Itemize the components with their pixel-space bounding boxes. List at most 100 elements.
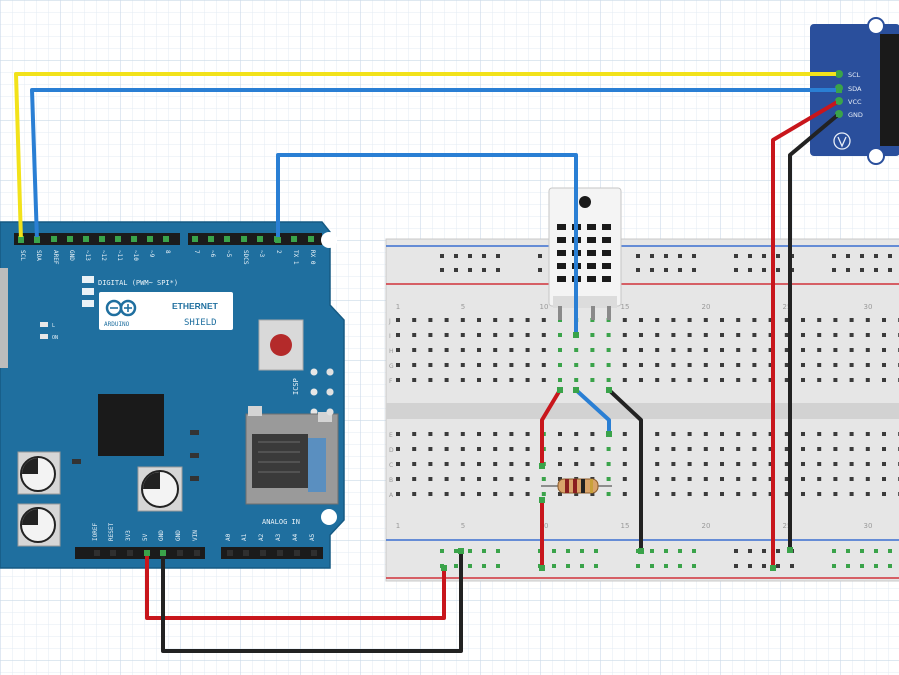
breadboard-hole [833, 318, 838, 322]
breadboard-hole [882, 447, 886, 451]
breadboard-hole [849, 492, 854, 496]
digital-pin-label: ~3 [258, 250, 265, 258]
breadboard-hole [428, 447, 433, 451]
sensor-vent [587, 250, 596, 256]
breadboard-hole [736, 492, 741, 496]
breadboard-hole [752, 432, 757, 436]
power-rail-hole [664, 549, 668, 553]
breadboard-hole [509, 432, 514, 436]
breadboard-hole [687, 492, 692, 496]
breadboard-hole [541, 348, 546, 352]
power-rail-hole [762, 254, 766, 258]
breadboard-hole [558, 348, 562, 352]
row-letter: E [389, 432, 393, 439]
power-rail-hole [650, 254, 654, 258]
power-rail-hole [874, 268, 878, 272]
column-number: 10 [540, 303, 549, 311]
breadboard-hole [671, 492, 676, 496]
breadboard-hole [703, 318, 708, 322]
breadboard-hole [622, 492, 627, 496]
breadboard-hole [784, 378, 789, 382]
breadboard-hole [671, 462, 676, 466]
breadboard-hole [865, 348, 870, 352]
breadboard-hole [801, 462, 805, 466]
wire-endpoint [836, 71, 842, 77]
breadboard-hole [396, 378, 400, 382]
column-number: 5 [461, 303, 465, 311]
power-rail-hole [580, 549, 584, 553]
power-rail-hole [846, 564, 850, 568]
digital-pin-label: AREF [52, 250, 59, 265]
breadboard-hole [752, 348, 757, 352]
breadboard-hole [525, 462, 530, 466]
power-rail-hole [636, 254, 640, 258]
power-rail-hole [734, 268, 738, 272]
breadboard-hole [493, 348, 498, 352]
breadboard-hole [558, 432, 562, 436]
breadboard-hole [558, 492, 562, 496]
breadboard-hole [574, 432, 579, 436]
breadboard-hole [493, 318, 498, 322]
power-rail-hole [440, 254, 444, 258]
breadboard-hole [606, 462, 611, 466]
shield-title-line1: ETHERNET [172, 301, 219, 311]
breadboard-hole [412, 348, 417, 352]
digital-pin [115, 236, 121, 242]
breadboard-hole [428, 348, 433, 352]
breadboard-hole [396, 333, 400, 337]
power-pin [94, 550, 100, 556]
breadboard-hole [833, 348, 838, 352]
breadboard-hole [865, 378, 870, 382]
breadboard-hole [801, 318, 805, 322]
sensor-vent [602, 276, 611, 282]
breadboard-hole [444, 492, 449, 496]
breadboard-hole [622, 363, 627, 367]
breadboard-hole [590, 432, 595, 436]
row-letter: A [389, 492, 394, 499]
power-rail-hole [566, 549, 570, 553]
breadboard-hole [428, 432, 433, 436]
breadboard-hole [703, 492, 708, 496]
breadboard-hole [833, 333, 838, 337]
analog-pin-label: A0 [225, 533, 232, 541]
oled-pin-label: GND [848, 111, 863, 119]
power-pin [177, 550, 183, 556]
sensor-vent [602, 263, 611, 269]
breadboard-hole [768, 432, 773, 436]
breadboard-hole [882, 477, 886, 481]
breadboard-hole [493, 462, 498, 466]
digital-pin-label: SCL [19, 250, 26, 261]
power-rail-hole [734, 254, 738, 258]
led-l-label: L [52, 323, 55, 329]
sensor-vent [587, 237, 596, 243]
power-rail-hole [678, 549, 682, 553]
breadboard-hole [865, 363, 870, 367]
power-rail-hole [594, 549, 598, 553]
digital-pin-label: ~10 [132, 250, 139, 261]
breadboard-hole [574, 348, 579, 352]
analog-pin-label: A5 [309, 533, 316, 541]
arduino-logo [105, 299, 137, 317]
row-letter: B [389, 477, 393, 484]
wire-endpoint [539, 497, 545, 503]
breadboard-hole [833, 363, 838, 367]
breadboard-hole [849, 477, 854, 481]
wire-endpoint [606, 387, 612, 393]
breadboard-hole [752, 363, 757, 367]
breadboard-hole [655, 462, 660, 466]
power-rail-hole [496, 549, 500, 553]
breadboard-hole [849, 462, 854, 466]
breadboard-hole [687, 462, 692, 466]
wire-endpoint [34, 237, 40, 243]
icsp-label: ICSP [292, 378, 300, 395]
power-rail-hole [874, 254, 878, 258]
breadboard-hole [655, 432, 660, 436]
breadboard-hole [558, 447, 562, 451]
power-rail-hole [678, 564, 682, 568]
breadboard-hole [801, 333, 805, 337]
power-rail-hole [468, 254, 472, 258]
breadboard-hole [655, 492, 660, 496]
breadboard-hole [849, 432, 854, 436]
analog-pin [294, 550, 300, 556]
sensor-vent [602, 224, 611, 230]
